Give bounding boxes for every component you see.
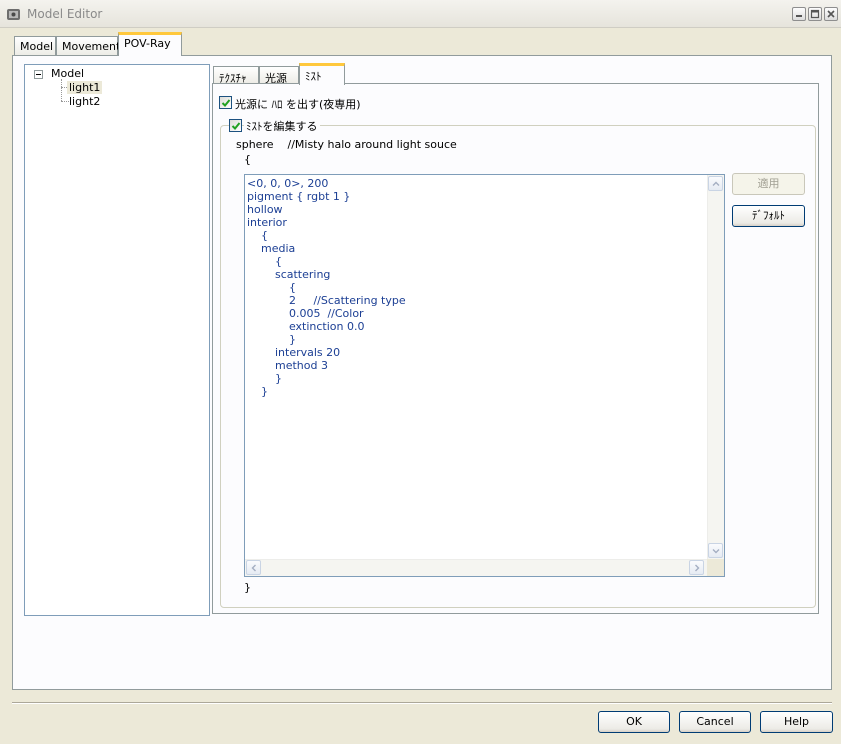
- tab-mist[interactable]: ﾐｽﾄ: [299, 63, 345, 85]
- mist-code-textarea[interactable]: <0, 0, 0>, 200 pigment { rgbt 1 } hollow…: [244, 174, 725, 577]
- scrollbar-corner: [707, 559, 724, 576]
- help-button[interactable]: Help: [760, 711, 833, 733]
- window-title: Model Editor: [27, 7, 103, 21]
- title-bar[interactable]: Model Editor: [0, 0, 841, 28]
- scroll-down-button[interactable]: [708, 543, 723, 558]
- editor-header-line: sphere //Misty halo around light souce: [236, 138, 457, 151]
- minimize-button[interactable]: [792, 7, 806, 21]
- halo-checkbox[interactable]: [219, 96, 232, 109]
- cancel-button[interactable]: Cancel: [679, 711, 751, 733]
- tab-movement[interactable]: Movement: [56, 36, 120, 56]
- tree-connector: [61, 101, 69, 102]
- halo-checkbox-label[interactable]: 光源に ﾊﾛ を出す(夜専用): [235, 98, 361, 111]
- horizontal-scrollbar[interactable]: [245, 559, 707, 576]
- editor-open-brace: {: [244, 153, 251, 166]
- edit-mist-checkbox[interactable]: [229, 119, 242, 132]
- tree-collapse-toggle[interactable]: [34, 70, 43, 79]
- tab-pov-ray[interactable]: POV-Ray: [118, 32, 182, 56]
- scroll-right-button[interactable]: [689, 560, 704, 575]
- app-icon: [6, 6, 22, 22]
- edit-mist-checkbox-label[interactable]: ﾐｽﾄを編集する: [244, 118, 320, 134]
- model-tree[interactable]: Model light1 light2: [24, 64, 210, 616]
- apply-button[interactable]: 適用: [732, 173, 805, 195]
- tab-model[interactable]: Model: [14, 36, 56, 56]
- tree-connector: [61, 87, 69, 88]
- tab-texture[interactable]: ﾃｸｽﾁｬ: [213, 66, 259, 85]
- default-button[interactable]: ﾃﾞﾌｫﾙﾄ: [732, 205, 805, 227]
- vertical-scrollbar[interactable]: [707, 175, 724, 560]
- tree-node-light2[interactable]: light2: [69, 95, 101, 108]
- scroll-left-button[interactable]: [246, 560, 261, 575]
- close-button[interactable]: [824, 7, 838, 21]
- footer-separator: [12, 702, 832, 704]
- tree-node-light1[interactable]: light1: [67, 81, 103, 94]
- scroll-up-button[interactable]: [708, 176, 723, 191]
- mist-edit-group: [220, 125, 816, 608]
- tab-light-source[interactable]: 光源: [259, 66, 299, 85]
- tree-connector: [61, 79, 62, 101]
- mist-code-text[interactable]: <0, 0, 0>, 200 pigment { rgbt 1 } hollow…: [247, 177, 406, 398]
- ok-button[interactable]: OK: [598, 711, 670, 733]
- maximize-button[interactable]: [808, 7, 822, 21]
- editor-close-brace: }: [244, 581, 251, 594]
- tree-node-model[interactable]: Model: [51, 67, 85, 80]
